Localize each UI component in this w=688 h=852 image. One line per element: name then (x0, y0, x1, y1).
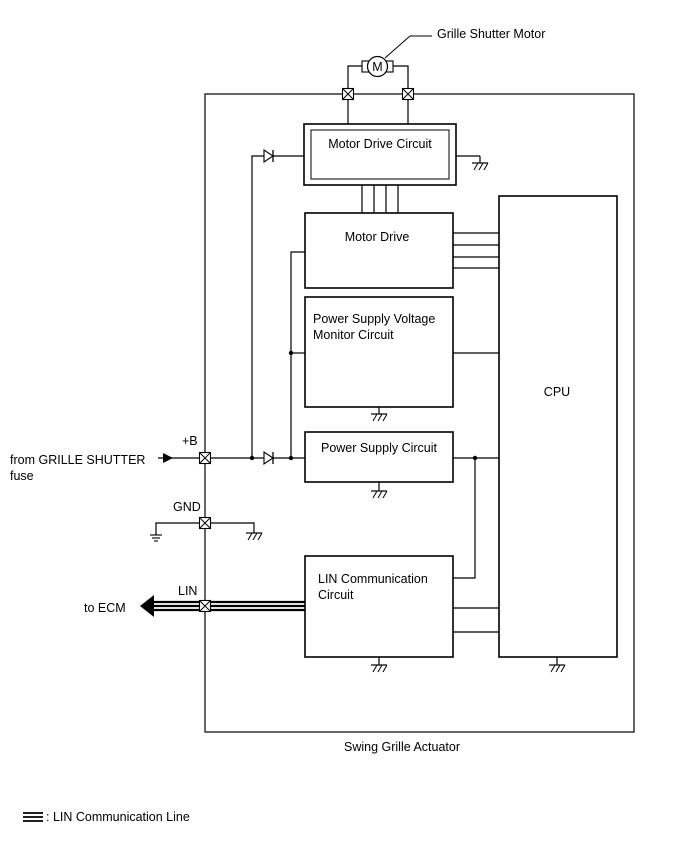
lin-comm-label-line2: Circuit (318, 588, 354, 602)
gnd-terminal (198, 516, 212, 530)
lin-comm-block (304, 555, 454, 658)
psv-monitor-label-line1: Power Supply Voltage (313, 312, 435, 326)
ground-icon (370, 664, 388, 673)
ground-icon (471, 162, 489, 171)
from-fuse-label-line2: fuse (10, 469, 34, 483)
actuator-housing (204, 93, 635, 733)
ground-icon (370, 413, 388, 422)
cpu-block (498, 195, 618, 658)
ground-icon (370, 490, 388, 499)
junction-dot (288, 350, 294, 356)
motor-drive-label: Motor Drive (345, 230, 410, 244)
plus-b-label: +B (182, 434, 198, 448)
motor-symbol: M (372, 60, 382, 74)
legend-label: : LIN Communication Line (46, 810, 190, 824)
motor-drive-block (304, 212, 454, 289)
lin-communication-line (150, 600, 305, 612)
power-supply-label: Power Supply Circuit (321, 441, 438, 455)
legend-line-icon (23, 812, 43, 822)
lin-comm-label-line1: LIN Communication (318, 572, 428, 586)
cpu-label: CPU (544, 385, 570, 399)
motor-terminal-right (401, 87, 415, 101)
motor-terminal-left (341, 87, 355, 101)
lin-label: LIN (178, 584, 197, 598)
output-arrow-icon (140, 595, 154, 617)
power-supply-block (304, 431, 454, 483)
input-arrow-icon (163, 453, 173, 463)
ground-icon (548, 664, 566, 673)
diode-icon (263, 148, 274, 164)
plus-b-terminal (198, 451, 212, 465)
psv-monitor-label-line2: Monitor Circuit (313, 328, 394, 342)
actuator-label: Swing Grille Actuator (344, 740, 460, 754)
lin-terminal (198, 599, 212, 613)
ground-icon (245, 532, 263, 541)
motor-drive-circuit-block (303, 123, 457, 186)
motor-drive-circuit-inner (310, 129, 450, 180)
to-ecm-label: to ECM (84, 601, 126, 615)
grille-shutter-motor: M (347, 35, 432, 94)
gnd-label: GND (173, 500, 201, 514)
motor-drive-circuit-label: Motor Drive Circuit (328, 137, 432, 151)
body-ground-icon (150, 534, 162, 542)
from-fuse-label-line1: from GRILLE SHUTTER (10, 453, 145, 467)
diode-icon (263, 450, 274, 466)
motor-label: Grille Shutter Motor (437, 27, 545, 41)
